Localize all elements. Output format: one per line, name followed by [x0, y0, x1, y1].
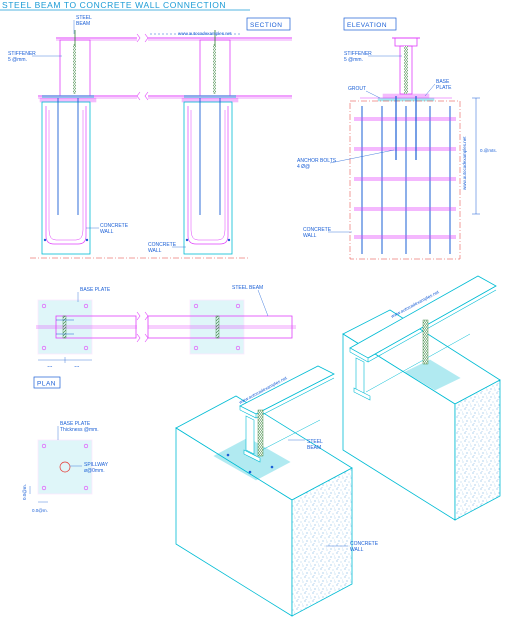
elevation-base-plate-label-line2: PLATE: [436, 85, 452, 91]
elevation-tag: ELEVATION: [347, 22, 387, 29]
section-concrete-wall-label-line2: WALL: [100, 229, 114, 235]
section-stiffener-label-line2: 5 @mm.: [8, 57, 27, 63]
isometric-steel-beam-label-line1: STEEL: [307, 439, 323, 445]
isometric-steel-beam-label-line2: BEAM: [307, 445, 321, 451]
section-concrete-wall2-label-line1: CONCRETE: [148, 242, 177, 248]
plan-tag: PLAN: [37, 381, 56, 388]
section-view: SECTION: [8, 15, 292, 259]
isometric-concrete-wall-label-line1: CONCRETE: [350, 541, 379, 547]
base-plate-detail: BASE PLATE Thickness @mm. SPILLWAY ø@0mm…: [22, 421, 109, 513]
drawing-title: STEEL BEAM TO CONCRETE WALL CONNECTION: [2, 0, 226, 10]
section-tag-box: [246, 17, 291, 31]
elevation-concrete-wall-label-line1: CONCRETE: [303, 227, 332, 233]
detail-vertical-dimension: 0.0@m.: [22, 484, 27, 500]
elevation-stiffener-label-line1: STIFFENER: [344, 51, 372, 57]
detail-base-plate-label-line2: Thickness @mm.: [60, 427, 99, 433]
section-stiffener-label-line1: STIFFENER: [8, 51, 36, 57]
plan-dimension-b: ~~: [74, 364, 80, 369]
section-steel-beam-label-line1: STEEL: [76, 15, 92, 21]
elevation-concrete-wall-label-line2: WALL: [303, 233, 317, 239]
plan-steel-beam-label: STEEL BEAM: [232, 285, 263, 291]
plan-base-plate-label: BASE PLATE: [80, 287, 111, 293]
section-steel-beam-label-line2: BEAM: [76, 21, 90, 27]
elevation-stiffener-label-line2: 5 @mm.: [344, 57, 363, 63]
elevation-view: ELEVATION: [297, 17, 497, 260]
elevation-grout-label: GROUT: [348, 86, 366, 92]
detail-horizontal-dimension: 0.0@m.: [32, 508, 48, 513]
elevation-watermark: www.autocadexamples.net: [462, 136, 467, 190]
detail-spillway-label-line1: SPILLWAY: [84, 462, 109, 468]
plan-view: ~~ ~~ BASE PLATE STEEL BEAM PLAN: [33, 285, 296, 389]
isometric-front: www.autocadexamples.net STEEL BEAM CONCR…: [175, 365, 379, 617]
elevation-anchor-bolts-label-line1: ANCHOR BOLTS: [297, 158, 337, 164]
detail-base-plate-label-line1: BASE PLATE: [60, 421, 91, 427]
elevation-base-plate-label-line1: BASE: [436, 79, 450, 85]
section-watermark: www.autocadexamples.net: [178, 31, 232, 36]
elevation-height-dimension: 0.@mts.: [480, 148, 497, 153]
isometric-back: www.autocadexamples.net: [342, 275, 501, 521]
elevation-anchor-bolts-label-line2: 4 Ø@: [297, 164, 310, 170]
plan-dimension-a: ~~: [47, 364, 53, 369]
detail-spillway-label-line2: ø@0mm.: [84, 468, 105, 474]
section-concrete-wall-label-line1: CONCRETE: [100, 223, 129, 229]
section-tag: SECTION: [250, 22, 282, 29]
section-concrete-wall2-label-line2: WALL: [148, 248, 162, 254]
isometric-concrete-wall-label-line2: WALL: [350, 547, 364, 553]
